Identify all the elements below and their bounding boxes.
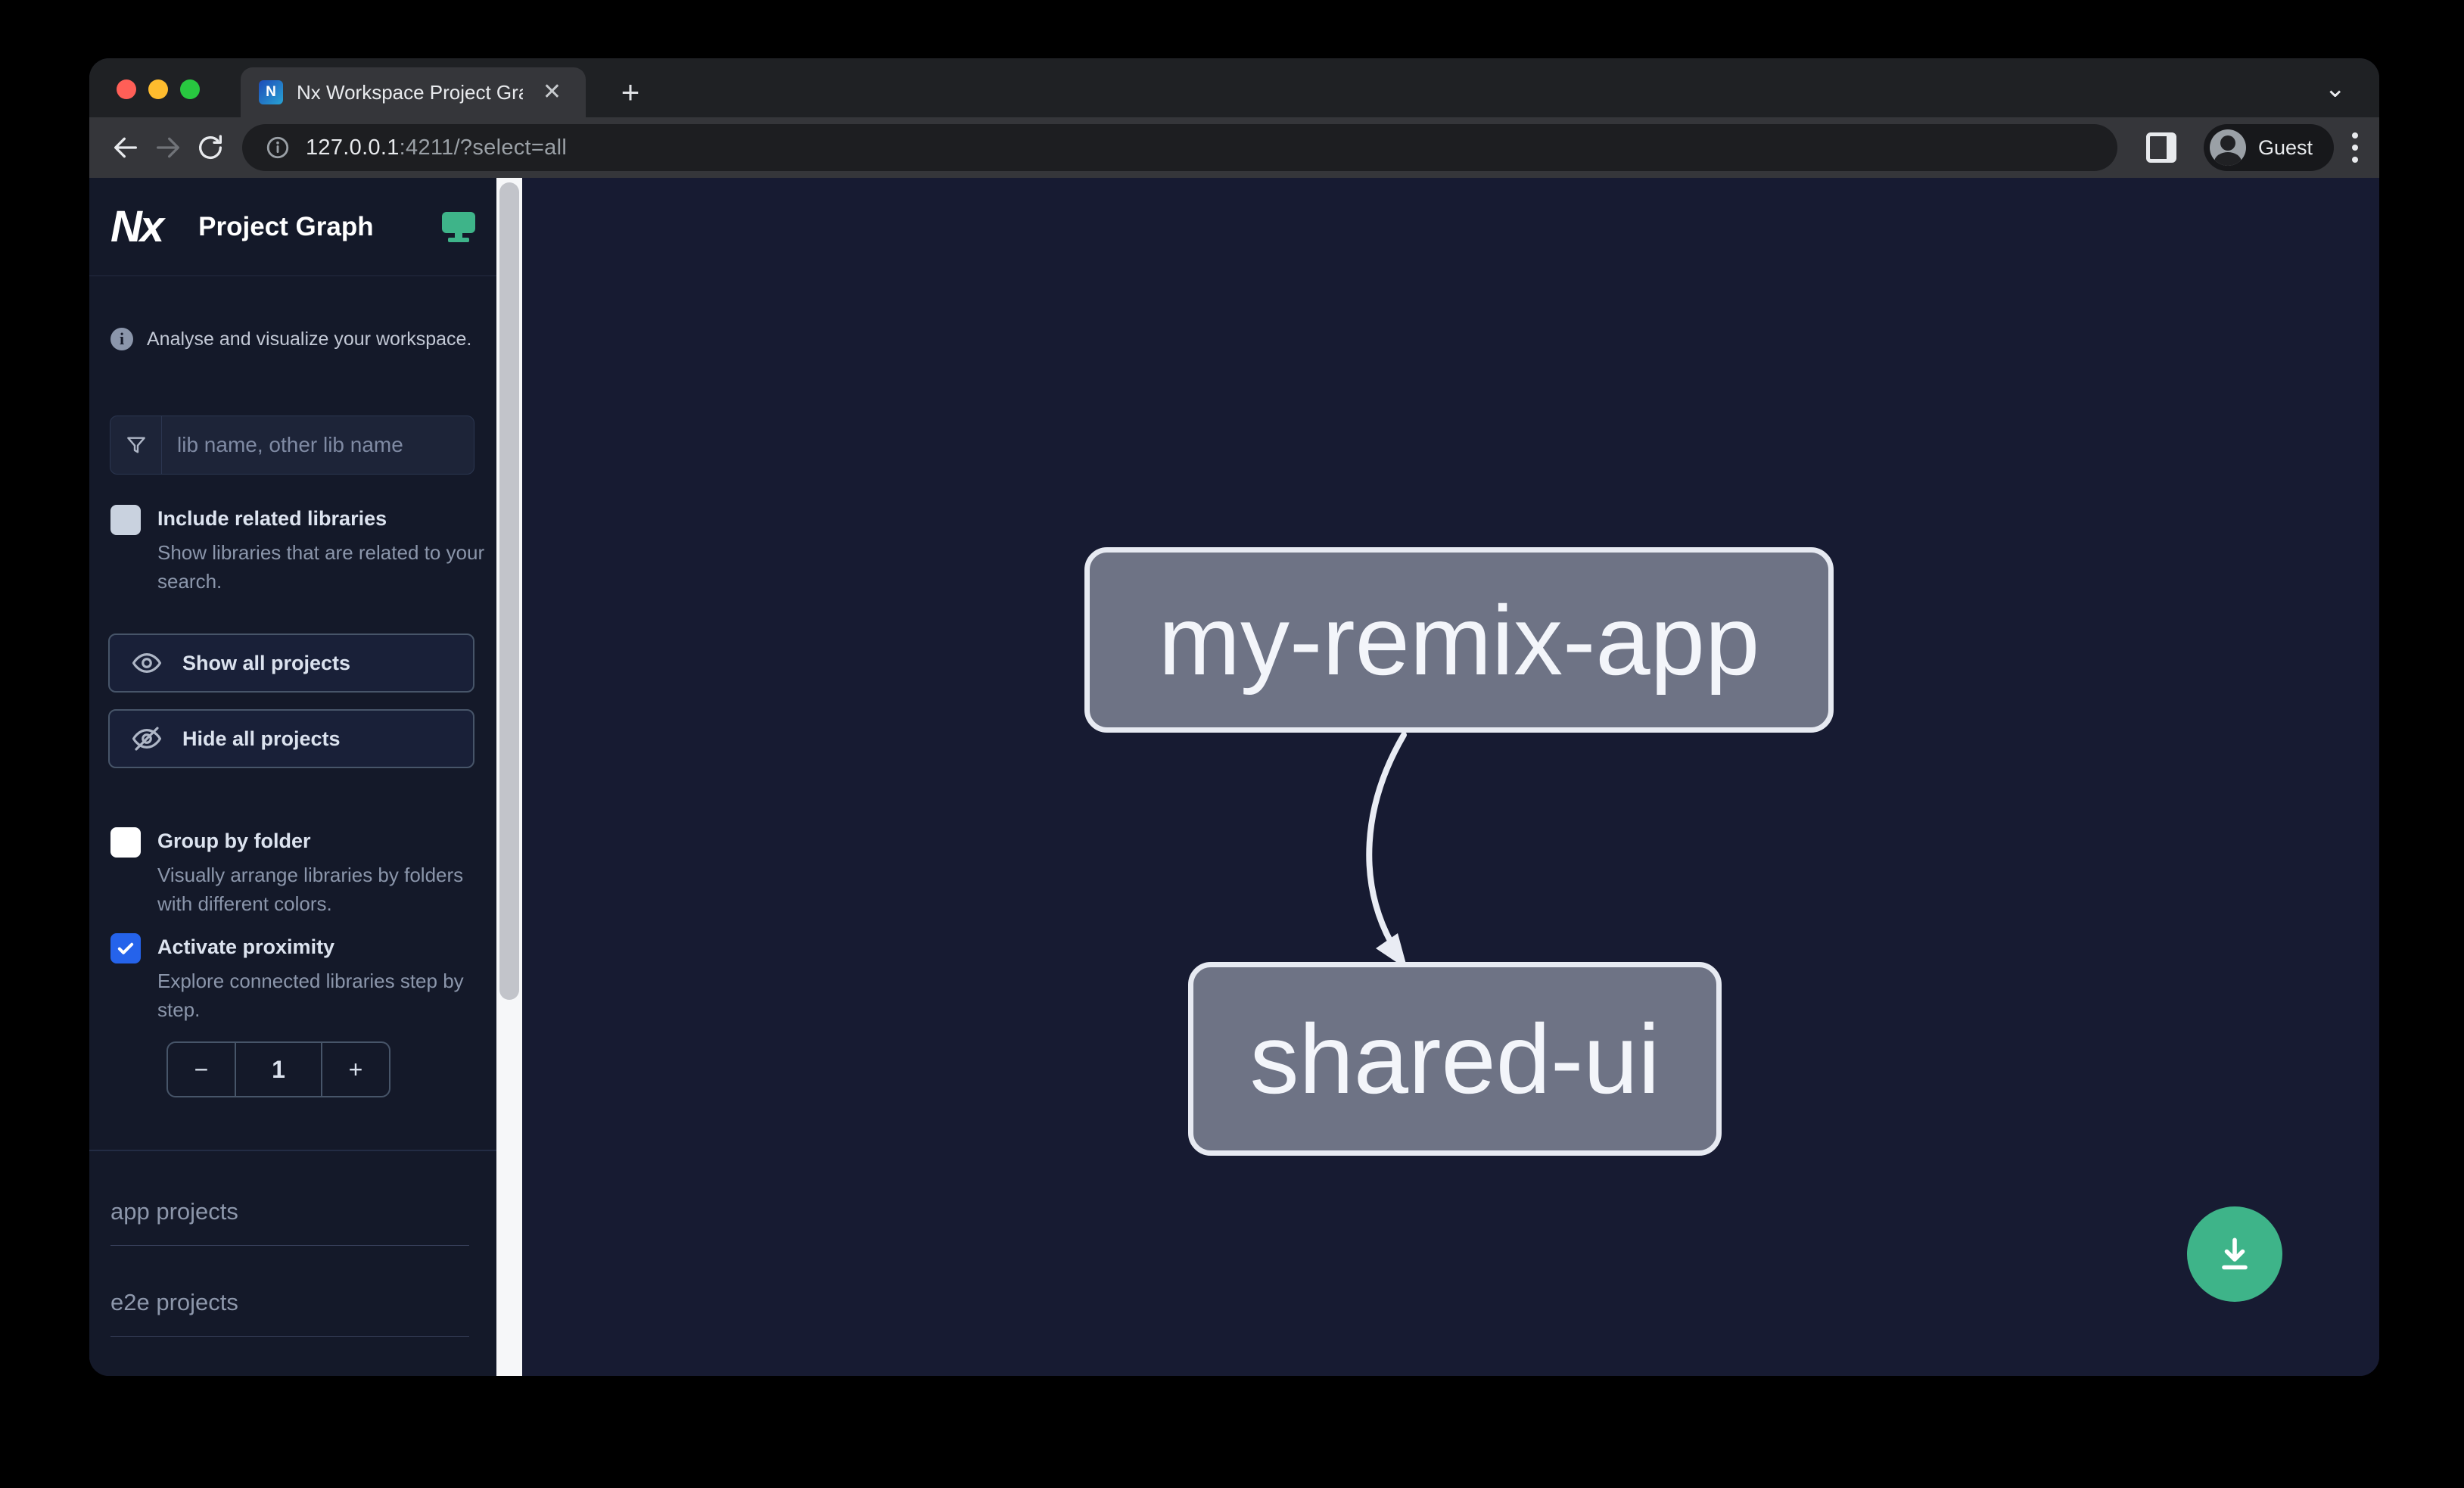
- tagline-text: Analyse and visualize your workspace.: [147, 328, 472, 350]
- decrement-button[interactable]: −: [168, 1043, 236, 1096]
- browser-menu-button[interactable]: [2352, 132, 2358, 163]
- profile-button[interactable]: Guest: [2203, 124, 2334, 171]
- tab-strip: N Nx Workspace Project Graph ✕ + ⌄: [89, 58, 2379, 117]
- depth-value: 1: [272, 1055, 285, 1083]
- sidebar-divider: [89, 1150, 496, 1151]
- proximity-depth-stepper: − 1 +: [166, 1041, 390, 1097]
- download-icon: [2222, 1237, 2248, 1270]
- close-window-button[interactable]: [117, 79, 136, 99]
- filter-funnel-icon: [110, 416, 162, 474]
- checkbox-label: Include related libraries: [157, 507, 387, 530]
- reload-icon: [199, 135, 222, 160]
- show-all-projects-button[interactable]: Show all projects: [108, 633, 474, 693]
- nx-favicon-icon: N: [259, 80, 283, 104]
- section-e2e-projects[interactable]: e2e projects: [110, 1289, 469, 1337]
- url-bar[interactable]: 127.0.0.1:4211/?select=all: [242, 124, 2117, 171]
- search-box: [110, 416, 474, 475]
- button-label: Show all projects: [182, 651, 351, 674]
- sidebar-header: Nx Project Graph: [89, 178, 496, 276]
- new-tab-button[interactable]: +: [621, 74, 640, 110]
- include-related-libraries-checkbox[interactable]: [110, 505, 141, 535]
- side-panel-button[interactable]: [2145, 132, 2176, 163]
- back-button[interactable]: [104, 126, 147, 169]
- forward-button[interactable]: [147, 126, 189, 169]
- increment-button[interactable]: +: [321, 1043, 389, 1096]
- reload-button[interactable]: [189, 126, 232, 169]
- tab-title: Nx Workspace Project Graph: [297, 80, 523, 104]
- profile-label: Guest: [2257, 135, 2313, 159]
- checkbox-description: Show libraries that are related to your …: [157, 541, 485, 593]
- site-info-icon[interactable]: [265, 135, 291, 160]
- page-title: Project Graph: [198, 211, 374, 241]
- tagline-row: i Analyse and visualize your workspace.: [110, 328, 471, 350]
- avatar-icon: [2209, 129, 2246, 166]
- node-label: shared-ui: [1249, 1004, 1660, 1114]
- scrollbar-thumb[interactable]: [499, 182, 519, 1000]
- browser-window: N Nx Workspace Project Graph ✕ + ⌄: [89, 58, 2379, 1376]
- tab-close-icon[interactable]: ✕: [542, 79, 562, 104]
- node-my-remix-app[interactable]: my-remix-app: [1084, 547, 1834, 733]
- minimize-window-button[interactable]: [148, 79, 168, 99]
- hide-all-projects-button[interactable]: Hide all projects: [108, 709, 474, 768]
- checkbox-label: Activate proximity: [157, 935, 335, 958]
- eye-icon: [132, 653, 162, 673]
- side-panel-icon: [2145, 132, 2176, 163]
- node-shared-ui[interactable]: shared-ui: [1188, 962, 1722, 1156]
- tab-search-chevron-icon[interactable]: ⌄: [2324, 74, 2347, 103]
- zoom-window-button[interactable]: [180, 79, 200, 99]
- group-by-folder-option[interactable]: Group by folder Visually arrange librari…: [110, 826, 499, 918]
- search-input[interactable]: [162, 416, 474, 474]
- checkbox-label: Group by folder: [157, 830, 311, 852]
- graph-canvas[interactable]: my-remix-app shared-ui: [522, 178, 2379, 1376]
- dependency-edge: [1366, 732, 1408, 970]
- sidebar: Nx Project Graph i Analyse and visualize…: [89, 178, 496, 1376]
- section-app-projects[interactable]: app projects: [110, 1198, 469, 1246]
- nx-logo: Nx: [110, 202, 164, 251]
- include-related-libraries-option[interactable]: Include related libraries Show libraries…: [110, 503, 499, 596]
- forward-arrow-icon: [157, 137, 179, 158]
- check-icon: [117, 942, 134, 954]
- node-label: my-remix-app: [1158, 584, 1760, 696]
- back-arrow-icon: [114, 137, 137, 158]
- checkbox-description: Visually arrange libraries by folders wi…: [157, 864, 464, 915]
- group-by-folder-checkbox[interactable]: [110, 827, 141, 858]
- url-host: 127.0.0.1: [306, 135, 400, 160]
- activate-proximity-checkbox[interactable]: [110, 933, 141, 963]
- browser-toolbar: 127.0.0.1:4211/?select=all Guest: [89, 117, 2379, 178]
- activate-proximity-option[interactable]: Activate proximity Explore connected lib…: [110, 932, 499, 1024]
- download-graph-button[interactable]: [2187, 1206, 2282, 1302]
- nx-graph-app: Nx Project Graph i Analyse and visualize…: [89, 178, 2379, 1376]
- monitor-icon[interactable]: [442, 211, 475, 242]
- url-path: :4211/?select=all: [399, 135, 568, 160]
- info-icon: i: [110, 328, 133, 350]
- browser-tab[interactable]: N Nx Workspace Project Graph ✕: [241, 67, 586, 117]
- checkbox-description: Explore connected libraries step by step…: [157, 970, 464, 1021]
- sidebar-scrollbar[interactable]: [496, 178, 522, 1376]
- url-text: 127.0.0.1:4211/?select=all: [306, 135, 567, 160]
- button-label: Hide all projects: [182, 727, 341, 750]
- eye-off-icon: [132, 727, 162, 751]
